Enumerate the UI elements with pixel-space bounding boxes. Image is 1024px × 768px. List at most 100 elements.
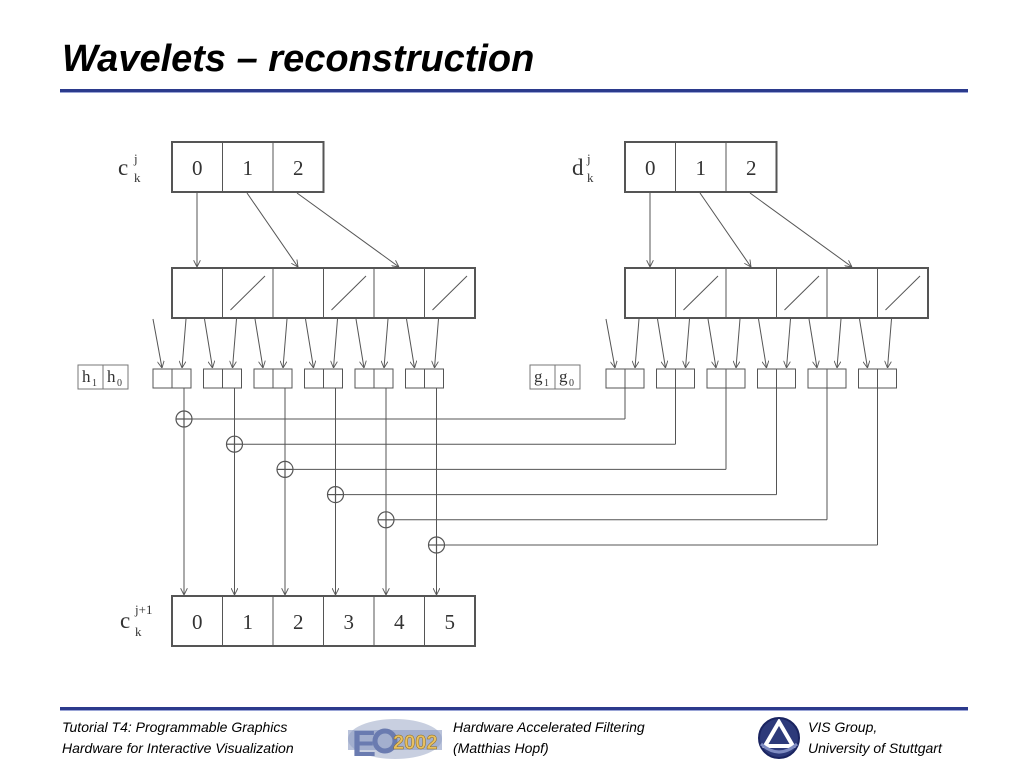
svg-text:k: k <box>587 170 594 185</box>
g-filter-arrow <box>758 318 767 368</box>
c-bottom-row-cell: 2 <box>293 610 304 634</box>
d-top-row-cell: 2 <box>746 156 757 180</box>
g-filter-arrow <box>657 318 666 368</box>
c-upsampled-row <box>171 267 476 319</box>
h-filter-box <box>304 368 343 389</box>
c-bottom-label: c j+1 k <box>120 602 152 639</box>
footer-tutorial-line1: Tutorial T4: Programmable Graphics <box>62 719 288 735</box>
plus-icon <box>326 486 345 504</box>
slide-title: Wavelets – reconstruction <box>62 38 535 80</box>
footer-affiliation-line2: University of Stuttgart <box>808 740 942 756</box>
svg-text:d: d <box>572 155 584 180</box>
footer-rule <box>60 707 968 711</box>
c-bottom-row-cell: 5 <box>445 610 456 634</box>
h-filter-box <box>253 368 293 389</box>
footer-affiliation-line1: VIS Group, <box>808 719 878 735</box>
c-upsample-arrow <box>246 192 298 267</box>
svg-text:g: g <box>559 367 568 386</box>
d-top-row: 0 1 2 <box>624 141 778 193</box>
g-filter-arrow <box>635 318 640 368</box>
svg-text:c: c <box>118 155 128 180</box>
svg-text:E: E <box>352 723 376 762</box>
zero-slash <box>784 275 820 311</box>
plus-icon <box>427 536 446 554</box>
svg-text:1: 1 <box>544 378 549 389</box>
svg-text:j: j <box>586 151 591 166</box>
d-top-row-cell: 1 <box>696 156 707 180</box>
g-filter-box <box>807 368 847 389</box>
h-filter-arrow <box>182 318 187 368</box>
h-filter-arrow <box>233 318 237 368</box>
svg-text:k: k <box>134 170 141 185</box>
plus-icon <box>225 435 244 453</box>
g-filter-arrow <box>888 318 892 368</box>
footer-topic-line2: (Matthias Hopf) <box>453 740 549 756</box>
h-filter-arrow <box>283 318 288 368</box>
title-rule <box>60 89 968 93</box>
footer-affiliation: VIS Group, University of Stuttgart <box>808 717 942 759</box>
svg-text:g: g <box>534 367 543 386</box>
svg-text:0: 0 <box>569 378 574 389</box>
g-filter-arrow <box>736 318 741 368</box>
c-upsample-arrow <box>296 192 399 267</box>
h-filter-arrow <box>355 318 364 368</box>
svg-text:2002: 2002 <box>393 732 438 754</box>
zero-slash <box>331 275 367 311</box>
g-filter-arrow <box>686 318 690 368</box>
svg-text:k: k <box>135 624 142 639</box>
g-filter-arrow <box>707 318 716 368</box>
svg-text:j: j <box>133 151 138 166</box>
h-filter-box <box>152 368 192 389</box>
h-filter-box <box>354 368 394 389</box>
zero-slash <box>432 275 468 311</box>
svg-text:0: 0 <box>117 378 122 389</box>
plus-icon <box>276 460 294 478</box>
footer-topic-line1: Hardware Accelerated Filtering <box>453 719 645 735</box>
h-filter-box <box>405 368 444 389</box>
h-filter-arrow <box>406 318 415 368</box>
c-bottom-row-cell: 3 <box>344 610 355 634</box>
footer-tutorial: Tutorial T4: Programmable Graphics Hardw… <box>62 717 294 759</box>
c-top-row-cell: 1 <box>243 156 254 180</box>
h-filter-arrow <box>152 318 162 368</box>
zero-slash <box>230 275 266 311</box>
svg-text:1: 1 <box>92 378 97 389</box>
plus-icon <box>175 410 193 428</box>
d-upsample-arrow <box>699 192 751 267</box>
c-top-label: c j k <box>118 151 141 185</box>
svg-text:h: h <box>107 367 116 386</box>
d-upsample-arrow <box>749 192 852 267</box>
c-top-row-cell: 0 <box>192 156 203 180</box>
c-top-row: 0 1 2 <box>171 141 325 193</box>
footer-tutorial-line2: Hardware for Interactive Visualization <box>62 740 294 756</box>
h-filter-box <box>203 368 242 389</box>
g-filter-box <box>656 368 695 389</box>
g-filter-arrow <box>859 318 868 368</box>
h-filter-arrow <box>305 318 314 368</box>
d-top-label: d j k <box>572 151 594 185</box>
c-top-row-cell: 2 <box>293 156 304 180</box>
g-filter-arrow <box>605 318 615 368</box>
zero-slash <box>683 275 719 311</box>
svg-text:h: h <box>82 367 91 386</box>
eurographics-2002-logo: E 2002 <box>346 716 444 762</box>
c-bottom-row-cell: 1 <box>243 610 254 634</box>
c-bottom-row-cell: 4 <box>394 610 405 634</box>
g-filter-box <box>858 368 897 389</box>
svg-text:j+1: j+1 <box>134 602 152 617</box>
d-top-row-cell: 0 <box>645 156 656 180</box>
footer-topic: Hardware Accelerated Filtering (Matthias… <box>453 717 645 759</box>
svg-text:c: c <box>120 608 130 633</box>
g-filter-box <box>757 368 796 389</box>
h-filter-arrow <box>384 318 389 368</box>
h-filter-arrow <box>204 318 213 368</box>
h-filter-arrow <box>435 318 439 368</box>
plus-icon <box>377 511 395 529</box>
g-filter-box <box>605 368 645 389</box>
g-filter-box <box>706 368 746 389</box>
g-filter-arrow <box>837 318 842 368</box>
h-filter-arrow <box>334 318 338 368</box>
h-filter-label: h 1 h 0 <box>77 364 129 390</box>
